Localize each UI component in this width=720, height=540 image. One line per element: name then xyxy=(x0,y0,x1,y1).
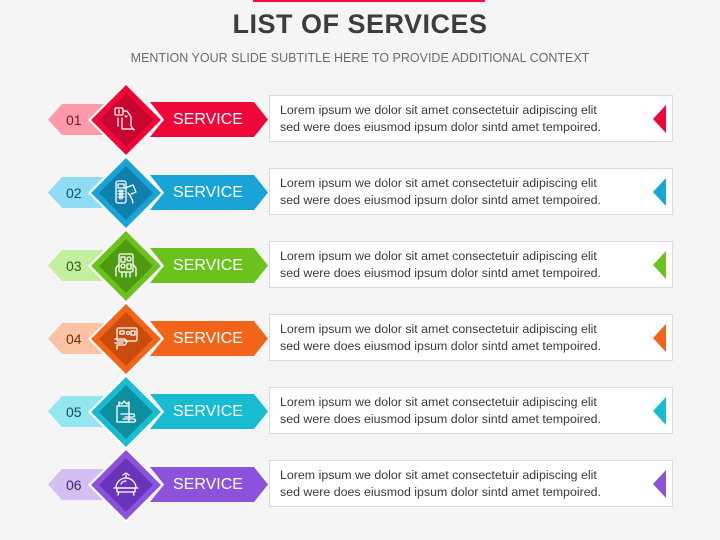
card-pointer-triangle xyxy=(653,178,666,206)
service-number: 06 xyxy=(66,477,82,493)
card-payment-icon xyxy=(114,327,138,350)
service-label-banner: SERVICE xyxy=(150,175,268,210)
service-description: Lorem ipsum we dolor sit amet consectetu… xyxy=(280,176,601,207)
card-pointer-triangle xyxy=(653,105,666,133)
card-terminal-icon xyxy=(115,180,137,204)
service-number: 05 xyxy=(66,404,82,420)
mobile-payment-icon xyxy=(114,107,135,131)
service-row-6: 06 SERVICE Lorem ipsum we dolor sit amet… xyxy=(0,447,720,529)
service-label-banner: SERVICE xyxy=(150,102,268,137)
service-label: SERVICE xyxy=(173,111,243,128)
service-description: Lorem ipsum we dolor sit amet consectetu… xyxy=(280,103,601,134)
service-number: 04 xyxy=(66,331,82,347)
service-description: Lorem ipsum we dolor sit amet consectetu… xyxy=(280,322,601,353)
service-label: SERVICE xyxy=(173,403,243,420)
service-row-1: 01 SERVICE Lorem ipsum we dolor sit amet… xyxy=(0,82,720,164)
service-row-2: 02 SERVICE Lorem ipsum we dolor sit amet… xyxy=(0,155,720,237)
service-number: 01 xyxy=(66,112,82,128)
service-description: Lorem ipsum we dolor sit amet consectetu… xyxy=(280,468,601,499)
top-accent-bar xyxy=(253,0,485,2)
card-pointer-triangle xyxy=(653,324,666,352)
description-card: Lorem ipsum we dolor sit amet consectetu… xyxy=(269,168,673,215)
service-description: Lorem ipsum we dolor sit amet consectetu… xyxy=(280,249,601,280)
service-label: SERVICE xyxy=(173,330,243,347)
service-description: Lorem ipsum we dolor sit amet consectetu… xyxy=(280,395,601,426)
description-card: Lorem ipsum we dolor sit amet consectetu… xyxy=(269,314,673,361)
description-card: Lorem ipsum we dolor sit amet consectetu… xyxy=(269,95,673,142)
service-label-banner: SERVICE xyxy=(150,394,268,429)
service-row-4: 04 SERVICE Lorem ipsum we dolor sit amet… xyxy=(0,301,720,383)
card-pointer-triangle xyxy=(653,397,666,425)
service-label-banner: SERVICE xyxy=(150,321,268,356)
service-label: SERVICE xyxy=(173,476,243,493)
service-label: SERVICE xyxy=(173,184,243,201)
tablet-hands-icon xyxy=(115,253,137,278)
service-number: 02 xyxy=(66,185,82,201)
service-label-banner: SERVICE xyxy=(150,467,268,502)
service-row-5: 05 SERVICE Lorem ipsum we dolor sit amet… xyxy=(0,374,720,456)
grocery-bag-hand-icon xyxy=(116,400,137,423)
service-label: SERVICE xyxy=(173,257,243,274)
description-card: Lorem ipsum we dolor sit amet consectetu… xyxy=(269,387,673,434)
page-subtitle: MENTION YOUR SLIDE SUBTITLE HERE TO PROV… xyxy=(130,51,590,65)
card-pointer-triangle xyxy=(653,470,666,498)
food-cloche-icon xyxy=(113,472,139,496)
card-pointer-triangle xyxy=(653,251,666,279)
service-number: 03 xyxy=(66,258,82,274)
service-label-banner: SERVICE xyxy=(150,248,268,283)
page-title: LIST OF SERVICES xyxy=(232,9,488,39)
description-card: Lorem ipsum we dolor sit amet consectetu… xyxy=(269,241,673,288)
service-row-3: 03 SERVICE Lorem ipsum we dolor sit amet… xyxy=(0,228,720,310)
description-card: Lorem ipsum we dolor sit amet consectetu… xyxy=(269,460,673,507)
